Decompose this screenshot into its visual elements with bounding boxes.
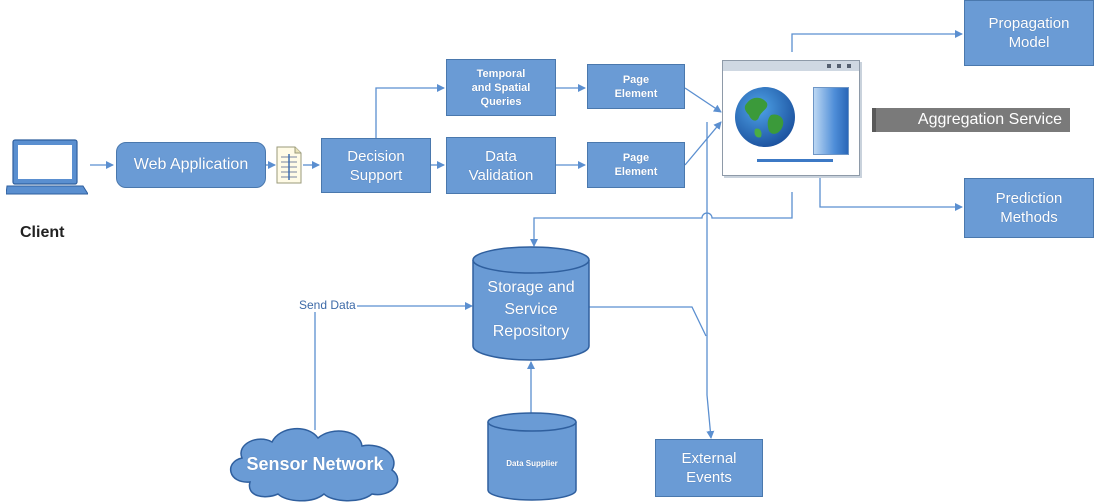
aggregation-service-label: Aggregation Service bbox=[872, 108, 1070, 132]
page-element-bottom-label: Page Element bbox=[614, 152, 658, 178]
window-status-line bbox=[757, 159, 833, 162]
propagation-model-label: Propagation Model bbox=[988, 15, 1070, 51]
laptop-icon bbox=[6, 139, 88, 195]
data-supplier-cylinder-icon bbox=[487, 412, 577, 501]
page-element-top-label: Page Element bbox=[614, 73, 658, 100]
send-data-label: Send Data bbox=[298, 298, 357, 312]
connector-page-top-window bbox=[684, 87, 722, 113]
web-application-label: Web Application bbox=[133, 156, 249, 173]
connector-sensor-storage bbox=[314, 302, 473, 430]
temporal-spatial-queries-box: Temporal and Spatial Queries bbox=[446, 59, 556, 116]
decision-support-box: Decision Support bbox=[321, 138, 431, 193]
data-validation-box: Data Validation bbox=[446, 137, 556, 194]
client-label: Client bbox=[20, 224, 65, 241]
connector-window-prediction bbox=[819, 177, 963, 211]
connector-decision-temporal bbox=[375, 84, 445, 138]
connector-page-external bbox=[706, 122, 715, 439]
sensor-network-label: Sensor Network bbox=[246, 453, 384, 474]
propagation-model-box: Propagation Model bbox=[964, 0, 1094, 66]
temporal-spatial-queries-label: Temporal and Spatial Queries bbox=[471, 67, 531, 108]
window-control-dot bbox=[827, 64, 831, 68]
prediction-methods-label: Prediction Methods bbox=[995, 190, 1063, 226]
external-events-box: External Events bbox=[655, 439, 763, 497]
connector-storage-external bbox=[588, 306, 707, 337]
cloud-icon bbox=[230, 428, 399, 502]
prediction-methods-box: Prediction Methods bbox=[964, 178, 1094, 238]
window-content-panel bbox=[813, 87, 849, 155]
connector-page-bottom-window bbox=[684, 121, 722, 166]
storage-repository-text: Storage and Service Repository bbox=[472, 270, 590, 350]
connector-window-propagation bbox=[791, 30, 963, 52]
web-application-box: Web Application bbox=[116, 142, 266, 188]
page-element-top-box: Page Element bbox=[587, 64, 685, 109]
data-supplier-text: Data Supplier bbox=[487, 448, 577, 478]
window-title-bar bbox=[723, 61, 859, 71]
external-events-label: External Events bbox=[681, 450, 737, 486]
storage-repository-label: Storage and Service Repository bbox=[487, 279, 575, 340]
page-element-bottom-box: Page Element bbox=[587, 142, 685, 188]
connector-window-storage bbox=[530, 192, 793, 247]
decision-support-label: Decision Support bbox=[347, 147, 405, 184]
window-control-dot bbox=[847, 64, 851, 68]
sensor-network-text: Sensor Network bbox=[220, 446, 410, 482]
storage-cylinder-icon bbox=[472, 246, 590, 361]
document-icon bbox=[276, 146, 302, 184]
globe-icon bbox=[735, 87, 795, 147]
data-validation-label: Data Validation bbox=[468, 147, 534, 184]
window-control-dot bbox=[837, 64, 841, 68]
aggregation-window bbox=[722, 60, 860, 176]
data-supplier-label: Data Supplier bbox=[506, 458, 558, 468]
